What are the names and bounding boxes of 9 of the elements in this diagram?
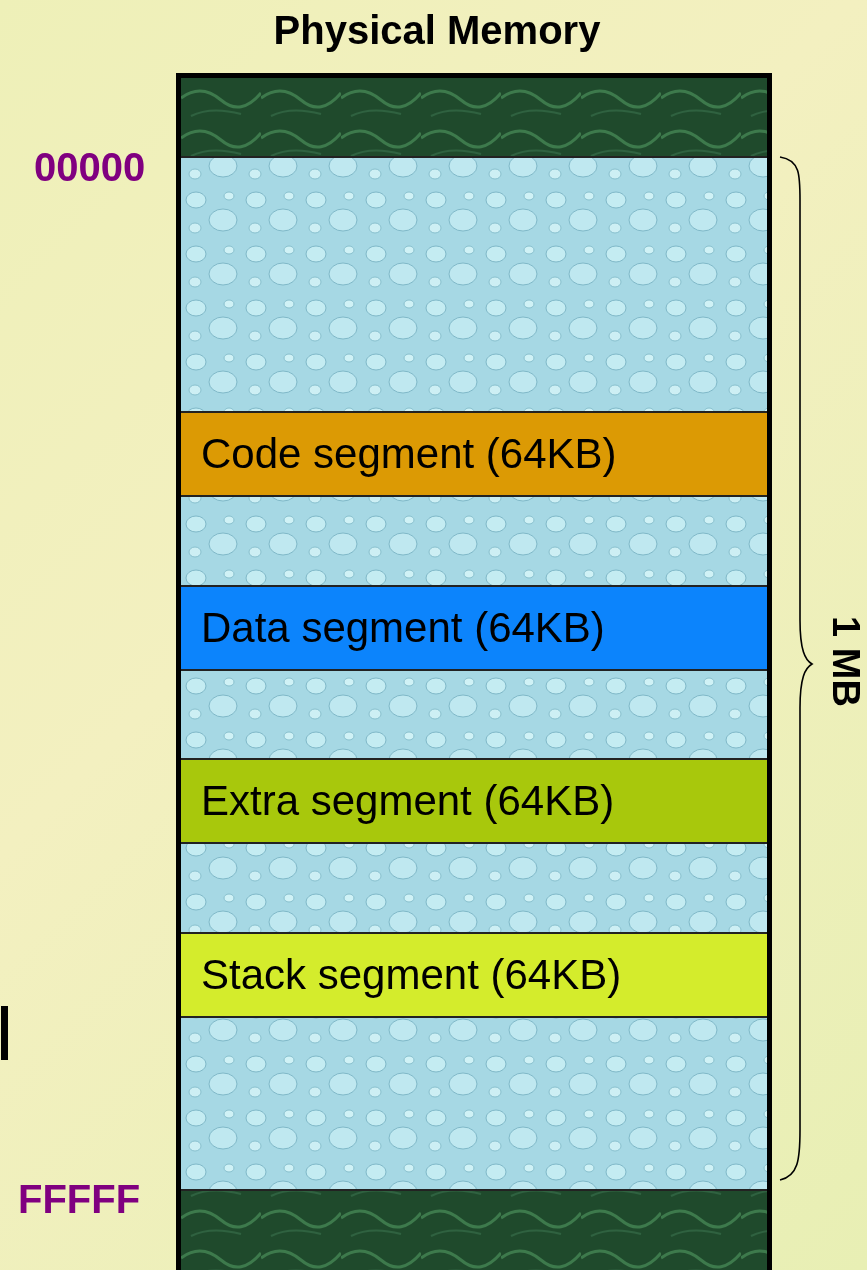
address-label: 00000 bbox=[34, 145, 146, 190]
memory-heading: Physical Memory bbox=[272, 8, 602, 53]
segment-box: Data segment (64KB) bbox=[181, 585, 767, 671]
segment-box: Stack segment (64KB) bbox=[181, 932, 767, 1018]
address-label: FFFFF bbox=[18, 1177, 141, 1222]
memory-column bbox=[176, 73, 772, 1270]
size-label: 1 MB bbox=[823, 616, 867, 707]
segment-box: Code segment (64KB) bbox=[181, 411, 767, 497]
segment-box: Extra segment (64KB) bbox=[181, 758, 767, 844]
